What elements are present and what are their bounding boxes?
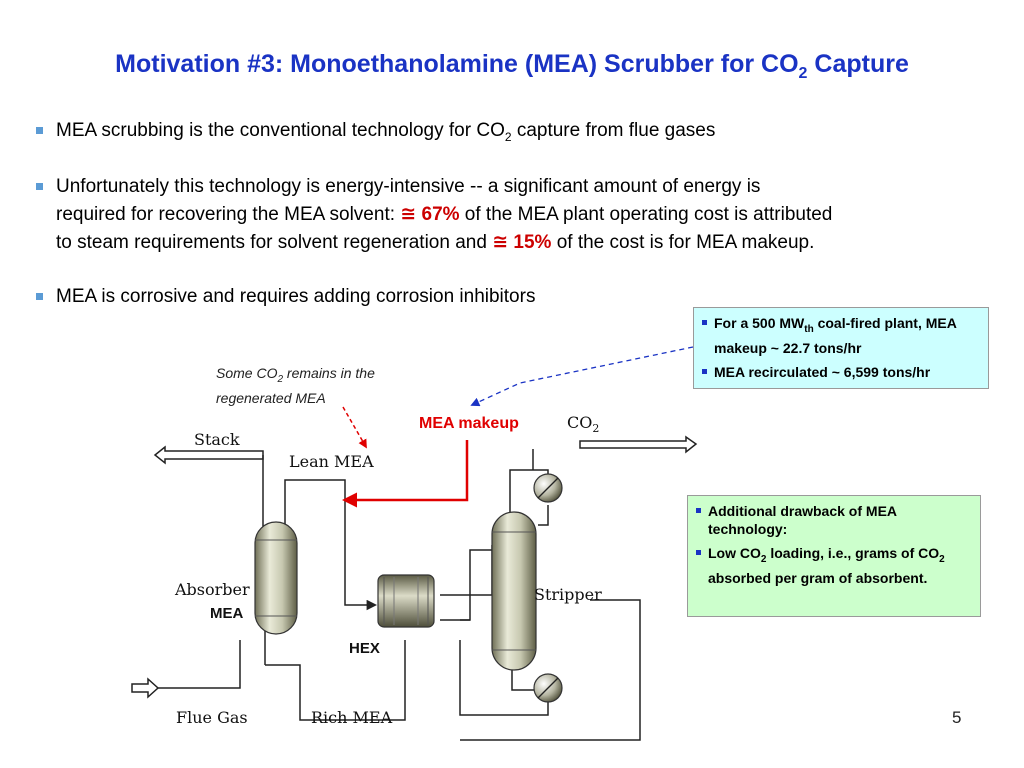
bullet-marker [36,293,43,300]
page-number: 5 [952,708,962,727]
bullet-marker [696,508,701,513]
mea-makeup-label: MEA makeup [419,415,519,432]
stack-outlet-arrow [153,445,264,465]
hex-label: HEX [349,640,380,657]
flue-gas-inlet-arrow [131,677,160,699]
energy-cost-percent: ≅ 67% [400,204,460,225]
stripper-label: Stripper [534,585,602,604]
bullet-marker [36,183,43,190]
mea-makeup-feed-line [342,440,469,508]
makeup-cost-percent: ≅ 15% [492,232,552,253]
bullet-marker [702,320,707,325]
heat-exchanger [377,574,435,628]
note-pointer-arrow [342,406,367,449]
flue-gas-label: Flue Gas [176,708,248,727]
absorber-label: Absorber [175,580,250,599]
mea-flow-info-box: For a 500 MWth coal-fired plant, MEA mak… [693,307,989,389]
co2-label: CO2 [567,413,600,436]
mea-label: MEA [210,605,244,622]
rich-mea-label: Rich MEA [311,708,393,727]
info-item: Additional drawback of MEA technology: [694,502,974,538]
lean-mea-label: Lean MEA [289,452,374,471]
info-item: Low CO2 loading, i.e., grams of CO2 abso… [694,544,974,587]
slide-title: Motivation #3: Monoethanolamine (MEA) Sc… [115,50,909,82]
residual-co2-note: Some CO2 remains in the regenerated MEA [216,365,375,406]
info-item: For a 500 MWth coal-fired plant, MEA mak… [700,314,982,357]
info-pointer-arrow [470,346,694,407]
bullet-marker [696,550,701,555]
stripper-column [491,511,537,671]
bullet-marker [702,368,707,374]
co2-outlet-arrow [579,435,698,454]
bullet-marker [36,127,43,134]
absorber-column [254,521,298,635]
info-item: MEA recirculated ~ 6,599 tons/hr [700,363,982,381]
stack-label: Stack [194,430,240,449]
drawback-info-box: Additional drawback of MEA technology: L… [687,495,981,617]
